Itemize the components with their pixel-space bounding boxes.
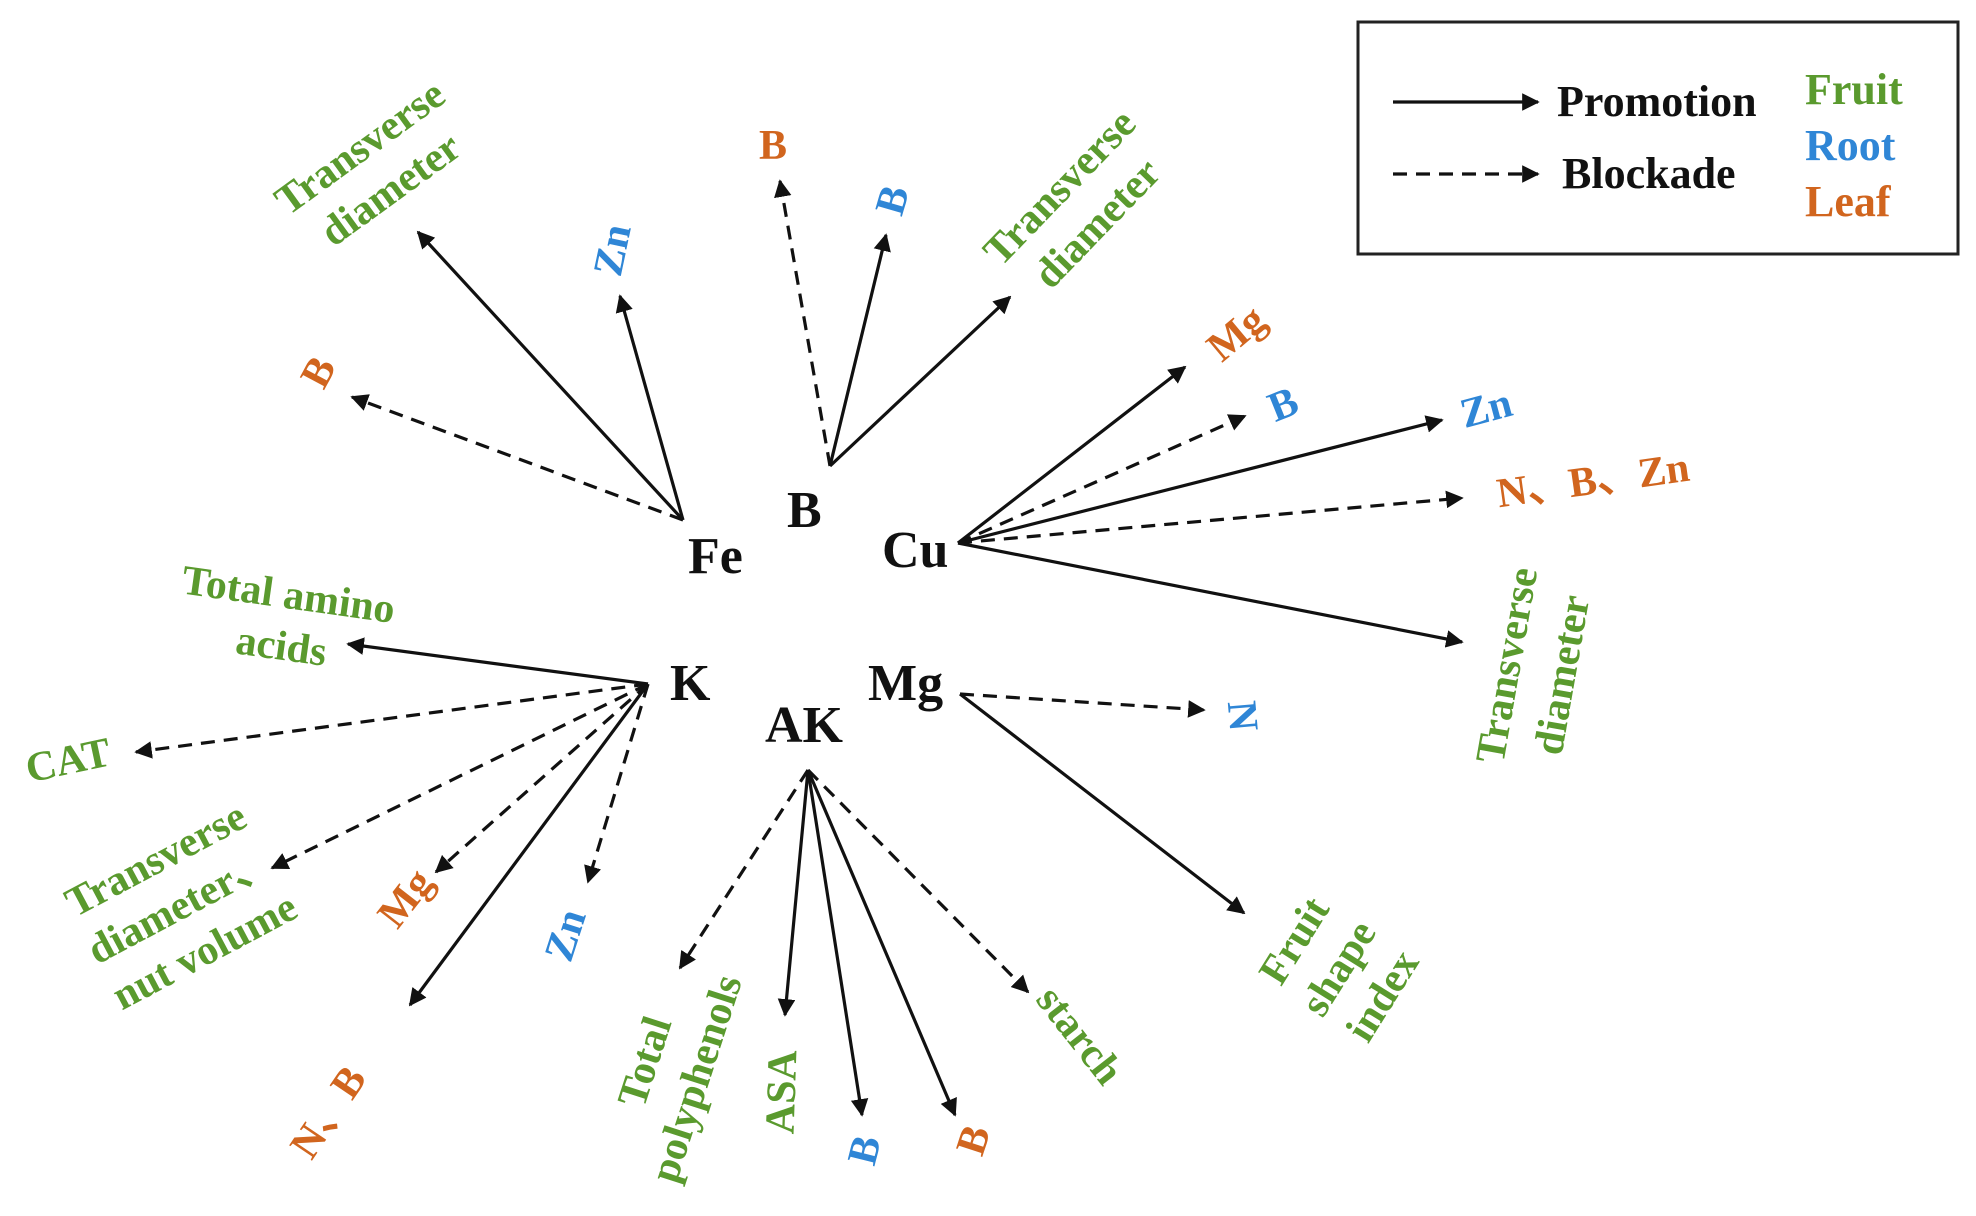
target-label-mg-n: N (1218, 699, 1266, 733)
arrow-k-to-cat (134, 682, 649, 759)
arrow-mg-to-fruit-shape-index (959, 692, 1246, 915)
source-nodes: Fe B Cu K Mg AK (670, 482, 948, 754)
arrow-cu-to-transverse-diameter (957, 541, 1464, 648)
legend-root-label: Root (1805, 121, 1896, 170)
target-label-cu-nbzn: N、B、Zn (1494, 445, 1692, 518)
node-mg: Mg (868, 655, 943, 712)
target-label-line: Mg (1199, 297, 1275, 371)
target-label-line: Zn (536, 904, 596, 967)
arrow-k-to-mg (434, 682, 650, 874)
node-cu: Cu (882, 522, 948, 579)
target-label-k-mg: Mg (369, 861, 443, 937)
arrow-fe-to-transverse-diameter (416, 230, 685, 522)
target-label-k-transverse-nut: Transversediameter、nut volume (56, 792, 306, 1020)
target-label-line: B (292, 349, 346, 395)
target-label-ak-b-leaf: B (948, 1120, 1000, 1161)
arrow-cu-to-mg (957, 365, 1187, 545)
legend-promotion-label: Promotion (1557, 77, 1757, 126)
node-ak: AK (765, 697, 844, 754)
arrow-cu-to-n-b-zn (957, 490, 1464, 545)
arrow-b-to-b-root (828, 233, 891, 467)
target-label-b-transverse: Transversediameter (975, 101, 1183, 311)
target-label-k-zn: Zn (536, 904, 596, 967)
target-label-ak-polyphenols: Totalpolyphenols (590, 953, 751, 1188)
arrow-k-to-n-b (408, 683, 650, 1007)
legend: Promotion Blockade Fruit Root Leaf (1356, 20, 1960, 256)
target-label-ak-starch: starch (1027, 978, 1132, 1094)
node-fe: Fe (688, 528, 743, 585)
legend-fruit-label: Fruit (1805, 65, 1903, 114)
target-label-line: B (948, 1120, 1000, 1161)
arrow-cu-to-b (957, 414, 1247, 545)
target-label-line: Zn (585, 220, 641, 280)
target-label-cu-b: B (1262, 378, 1305, 431)
target-label-k-nb: N、B (282, 1058, 376, 1167)
target-label-line: N、B (282, 1058, 376, 1167)
target-label-cu-zn: Zn (1455, 380, 1517, 438)
target-label-fe-zn: Zn (585, 220, 641, 280)
arrow-b-to-b-leaf (774, 179, 832, 467)
target-label-b-b-leaf: B (759, 123, 787, 169)
target-label-k-cat: CAT (22, 730, 115, 793)
target-label-line: N、B、Zn (1494, 445, 1692, 518)
target-label-line: Total amino (179, 558, 398, 633)
target-label-cu-mg: Mg (1199, 297, 1275, 371)
legend-blockade-label: Blockade (1562, 149, 1736, 198)
target-label-ak-asa: ASA (758, 1049, 807, 1135)
arrow-mg-to-n (959, 692, 1206, 718)
arrow-k-to-zn (584, 683, 650, 884)
arrow-ak-to-b-root (806, 769, 869, 1117)
target-label-line: B (759, 123, 787, 169)
target-label-line: starch (1027, 978, 1132, 1094)
arrow-cu-to-zn (957, 415, 1444, 545)
arrow-fe-to-zn (615, 294, 685, 521)
arrow-k-to-total-amino-acids (346, 637, 649, 686)
target-label-line: CAT (22, 730, 115, 793)
target-label-fe-transverse: Transversediameter (267, 71, 484, 266)
legend-leaf-label: Leaf (1805, 177, 1892, 226)
arrow-ak-to-total-polyphenols (678, 769, 810, 970)
target-label-line: ASA (758, 1049, 807, 1135)
arrow-fe-to-b (350, 394, 684, 522)
target-label-ak-b-root: B (839, 1131, 890, 1169)
target-label-line: acids (233, 618, 330, 676)
node-k: K (670, 655, 711, 712)
target-label-fe-b: B (292, 349, 346, 395)
target-label-line: Zn (1455, 380, 1517, 438)
arrow-k-to-transverse-nut-volume (270, 682, 649, 870)
arrow-ak-to-starch (806, 768, 1030, 994)
target-label-k-amino: Total aminoacids (172, 558, 398, 685)
target-label-line: Mg (369, 861, 443, 937)
target-label-mg-fsi: Fruitshapeindex (1248, 885, 1430, 1052)
arrow-ak-to-b-leaf (806, 769, 957, 1117)
target-label-line: B (1262, 378, 1305, 431)
target-label-cu-transverse: Transversediameter (1468, 564, 1603, 776)
target-label-line: B (867, 180, 919, 220)
arrow-b-to-transverse-diameter (828, 295, 1012, 468)
target-label-line: B (839, 1131, 890, 1169)
arrow-ak-to-asa (777, 769, 810, 1017)
target-label-b-b-root: B (867, 180, 919, 220)
target-label-line: N (1218, 699, 1266, 733)
node-b: B (787, 482, 822, 539)
arrows (134, 179, 1464, 1117)
legend-box (1356, 20, 1960, 256)
